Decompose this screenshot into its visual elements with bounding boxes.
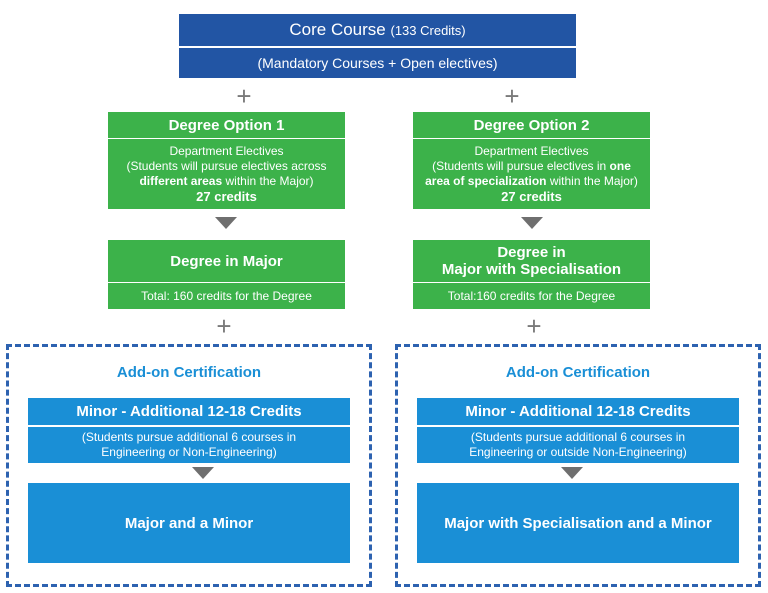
minor-left-line-1: (Students pursue additional 6 courses in — [81, 430, 297, 444]
result-left-text: Major and a Minor — [124, 514, 254, 532]
minor-right-title: Minor - Additional 12-18 Credits — [465, 403, 691, 420]
option-1-line-3-rest: within the Major) — [222, 174, 314, 188]
degree-in-major-title-box: Degree in Major — [108, 240, 345, 282]
result-left-box: Major and a Minor — [28, 483, 350, 563]
core-course-subtitle: (Mandatory Courses + Open electives) — [257, 55, 498, 71]
result-right-box: Major with Specialisation and a Minor — [417, 483, 739, 563]
plus-icon-right-top: + — [504, 81, 520, 111]
addon-right-heading: Add-on Certification — [505, 363, 651, 381]
minor-right-line-1: (Students pursue additional 6 courses in — [470, 430, 686, 444]
minor-left-line-2: Engineering or Non-Engineering) — [101, 445, 277, 459]
core-course-subtitle-box: (Mandatory Courses + Open electives) — [179, 48, 576, 78]
option-1-line-1: Department Electives — [169, 144, 284, 158]
option-1-line-3-bold: different areas — [139, 174, 223, 188]
degree-specialisation-title-line-2: Major with Specialisation — [441, 261, 622, 278]
core-course-credits: (133 Credits) — [390, 23, 466, 38]
degree-in-major-title: Degree in Major — [170, 252, 283, 270]
minor-right-body: (Students pursue additional 6 courses in… — [417, 427, 739, 463]
minor-left-title-box: Minor - Additional 12-18 Credits — [28, 398, 350, 425]
addon-left-heading: Add-on Certification — [116, 363, 262, 381]
degree-option-2-title: Degree Option 2 — [473, 116, 590, 134]
degree-specialisation-title-line-1: Degree in — [497, 244, 566, 261]
minor-left-body: (Students pursue additional 6 courses in… — [28, 427, 350, 463]
addon-left-heading-box: Add-on Certification — [6, 360, 372, 384]
option-1-line-3: different areas within the Major) — [139, 174, 313, 189]
degree-in-major-total-box: Total: 160 credits for the Degree — [108, 283, 345, 309]
addon-right-container — [395, 344, 761, 587]
minor-right-line-2: Engineering or outside Non-Engineering) — [469, 445, 687, 459]
plus-icon-left-top: + — [236, 81, 252, 111]
minor-left-title: Minor - Additional 12-18 Credits — [76, 403, 302, 420]
option-1-credits: 27 credits — [196, 189, 257, 204]
option-2-line-2: (Students will pursue electives in one — [432, 159, 631, 174]
arrow-down-icon-right-2 — [561, 467, 583, 479]
option-2-line-2-pre: (Students will pursue electives in — [432, 159, 610, 173]
degree-option-1-title: Degree Option 1 — [168, 116, 285, 134]
option-2-credits: 27 credits — [501, 189, 562, 204]
degree-specialisation-title-box: Degree in Major with Specialisation — [413, 240, 650, 282]
degree-specialisation-total-box: Total:160 credits for the Degree — [413, 283, 650, 309]
arrow-down-icon-right-1 — [521, 217, 543, 229]
option-2-line-2-bold: one — [609, 159, 631, 173]
core-course-title-line: Core Course (133 Credits) — [289, 20, 465, 40]
arrow-down-icon-left-1 — [215, 217, 237, 229]
option-2-line-1: Department Electives — [474, 144, 589, 158]
degree-specialisation-total: Total:160 credits for the Degree — [447, 289, 616, 303]
degree-option-1-body: Department Electives (Students will purs… — [108, 139, 345, 209]
option-2-line-3: area of specialization within the Major) — [425, 174, 638, 189]
option-2-line-3-bold: area of specialization — [425, 174, 547, 188]
degree-option-2-body: Department Electives (Students will purs… — [413, 139, 650, 209]
addon-left-container — [6, 344, 372, 587]
addon-right-heading-box: Add-on Certification — [395, 360, 761, 384]
plus-icon-right-mid: + — [526, 311, 542, 341]
plus-icon-left-mid: + — [216, 311, 232, 341]
degree-option-2-title-box: Degree Option 2 — [413, 112, 650, 138]
option-2-line-3-rest: within the Major) — [546, 174, 638, 188]
core-course-box: Core Course (133 Credits) — [179, 14, 576, 46]
option-1-line-2: (Students will pursue electives across — [126, 159, 327, 173]
arrow-down-icon-left-2 — [192, 467, 214, 479]
core-course-title: Core Course — [289, 20, 386, 39]
result-right-text: Major with Specialisation and a Minor — [444, 514, 712, 532]
degree-in-major-total: Total: 160 credits for the Degree — [141, 289, 312, 303]
degree-option-1-title-box: Degree Option 1 — [108, 112, 345, 138]
minor-right-title-box: Minor - Additional 12-18 Credits — [417, 398, 739, 425]
